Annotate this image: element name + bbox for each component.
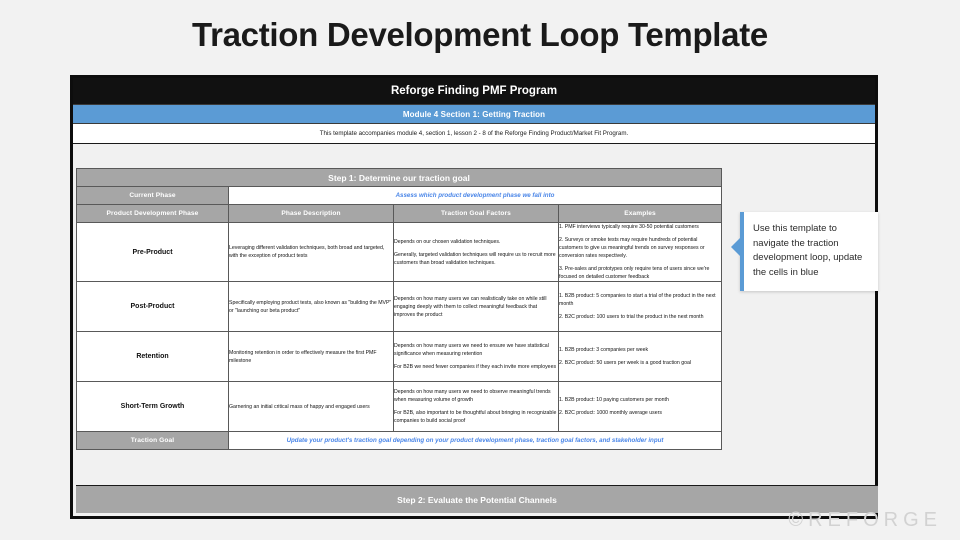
column-header-examples: Examples bbox=[557, 204, 723, 223]
text-line: 1. B2B product: 3 companies per week bbox=[559, 347, 649, 354]
traction-goal-table-wrapper: Step 1: Determine our traction goal Curr… bbox=[75, 168, 723, 451]
spacer bbox=[73, 144, 875, 163]
slide-frame: Reforge Finding PMF Program Module 4 Sec… bbox=[70, 75, 878, 519]
phase-name-post-product: Post-Product bbox=[76, 281, 229, 333]
table-row: Post-Product Specifically employing prod… bbox=[76, 281, 723, 333]
phase-description-retention: Monitoring retention in order to effecti… bbox=[228, 331, 394, 383]
table-row: Retention Monitoring retention in order … bbox=[76, 331, 723, 383]
text-line: 2. B2C product: 50 users per week is a g… bbox=[559, 360, 692, 367]
text-line: Garnering an initial critical mass of ha… bbox=[229, 403, 370, 410]
column-header-factors: Traction Goal Factors bbox=[393, 204, 559, 223]
text-line: Depends on our chosen validation techniq… bbox=[394, 238, 501, 245]
examples-retention: 1. B2B product: 3 companies per week 2. … bbox=[557, 331, 723, 383]
traction-factors-retention: Depends on how many users we need to ens… bbox=[393, 331, 559, 383]
traction-goal-label: Traction Goal bbox=[76, 431, 229, 451]
table-row-column-headers: Product Development Phase Phase Descript… bbox=[76, 204, 723, 223]
table-row: Short-Term Growth Garnering an initial c… bbox=[76, 381, 723, 433]
table-row: Pre-Product Leveraging different validat… bbox=[76, 221, 723, 283]
module-section-band: Module 4 Section 1: Getting Traction bbox=[73, 104, 875, 124]
callout-accent-bar bbox=[740, 212, 744, 291]
column-header-phase: Product Development Phase bbox=[76, 204, 229, 223]
table-row-step1-bar: Step 1: Determine our traction goal bbox=[75, 168, 723, 187]
phase-description-short-term-growth: Garnering an initial critical mass of ha… bbox=[228, 381, 394, 433]
step1-bar-label: Step 1: Determine our traction goal bbox=[75, 168, 723, 187]
traction-goal-value[interactable]: Update your product's traction goal depe… bbox=[227, 431, 723, 451]
callout-text: Use this template to navigate the tracti… bbox=[753, 223, 863, 279]
text-line: For B2B, also important to be thoughtful… bbox=[394, 410, 557, 425]
current-phase-label: Current Phase bbox=[76, 186, 229, 205]
examples-post-product: 1. B2B product: 5 companies to start a t… bbox=[557, 281, 723, 333]
traction-goal-table: Step 1: Determine our traction goal Curr… bbox=[75, 168, 723, 451]
text-line: Depends on how many users we can realist… bbox=[394, 295, 547, 318]
traction-factors-post-product: Depends on how many users we can realist… bbox=[393, 281, 559, 333]
template-description: This template accompanies module 4, sect… bbox=[73, 124, 875, 144]
current-phase-value[interactable]: Assess which product development phase w… bbox=[227, 186, 723, 205]
text-line: Generally, targeted validation technique… bbox=[394, 251, 556, 266]
text-line: 1. B2B product: 5 companies to start a t… bbox=[559, 293, 716, 308]
text-line: Specifically employing product tests, al… bbox=[229, 299, 392, 314]
examples-short-term-growth: 1. B2B product: 10 paying customers per … bbox=[557, 381, 723, 433]
traction-factors-short-term-growth: Depends on how many users we need to obs… bbox=[393, 381, 559, 433]
phase-name-short-term-growth: Short-Term Growth bbox=[76, 381, 229, 433]
reforge-watermark: ©REFORGE bbox=[788, 509, 942, 531]
step2-bar-label: Step 2: Evaluate the Potential Channels bbox=[76, 485, 878, 513]
text-line: 2. B2C product: 1000 monthly average use… bbox=[559, 410, 662, 417]
text-line: 2. Surveys or smoke tests may require hu… bbox=[559, 237, 705, 260]
text-line: 2. B2C product: 100 users to trial the p… bbox=[559, 314, 704, 321]
callout-arrow-icon bbox=[731, 238, 740, 256]
text-line: Leveraging different validation techniqu… bbox=[229, 245, 385, 260]
traction-factors-pre-product: Depends on our chosen validation techniq… bbox=[393, 221, 559, 283]
column-header-description: Phase Description bbox=[228, 204, 394, 223]
text-line: For B2B we need fewer companies if they … bbox=[394, 364, 557, 371]
page-title: Traction Development Loop Template bbox=[192, 16, 768, 53]
callout-box: Use this template to navigate the tracti… bbox=[731, 212, 878, 291]
phase-description-pre-product: Leveraging different validation techniqu… bbox=[228, 221, 394, 283]
text-line: 3. Pre-sales and prototypes only require… bbox=[559, 266, 710, 281]
examples-pre-product: 1. PMF interviews typically require 30-5… bbox=[557, 221, 723, 283]
text-line: 1. B2B product: 10 paying customers per … bbox=[559, 397, 669, 404]
program-header: Reforge Finding PMF Program bbox=[73, 78, 875, 104]
phase-description-post-product: Specifically employing product tests, al… bbox=[228, 281, 394, 333]
text-line: Depends on how many users we need to ens… bbox=[394, 343, 549, 358]
text-line: 1. PMF interviews typically require 30-5… bbox=[559, 224, 699, 230]
phase-name-retention: Retention bbox=[76, 331, 229, 383]
phase-name-pre-product: Pre-Product bbox=[76, 221, 229, 283]
table-row-traction-goal: Traction Goal Update your product's trac… bbox=[76, 431, 723, 451]
table-row-current-phase: Current Phase Assess which product devel… bbox=[76, 186, 723, 205]
text-line: Monitoring retention in order to effecti… bbox=[229, 349, 377, 364]
text-line: Depends on how many users we need to obs… bbox=[394, 389, 551, 404]
